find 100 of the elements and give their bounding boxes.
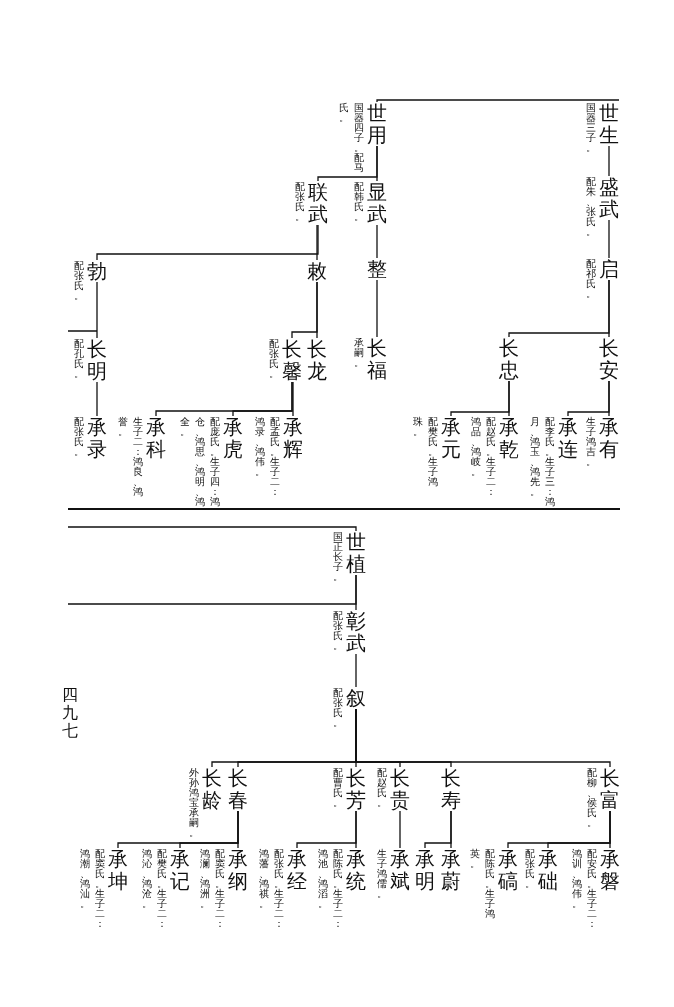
person-name: 长春: [228, 767, 248, 811]
lineage-line: [424, 810, 452, 849]
lineage-line: [508, 279, 610, 338]
person-name: 承录: [87, 416, 107, 460]
lineage-line: [376, 99, 620, 103]
person-name: 彰武: [346, 610, 366, 654]
note-text: 配张氏。: [74, 261, 84, 301]
lineage-line: [608, 219, 610, 259]
note-text: 配张氏。: [269, 339, 279, 379]
note-text: 配赵氏。生子二：鸿品、鸿岐。: [471, 417, 496, 497]
person-name: 承坤: [108, 848, 128, 892]
person-name: 长忠: [499, 337, 519, 381]
note-text: 配陈氏。生子鸿英。: [470, 849, 495, 919]
person-name: 承连: [558, 416, 578, 460]
person-name: 承纲: [228, 848, 248, 892]
note-text: 配樊氏。生子鸿珠。: [413, 417, 438, 487]
person-name: 承辉: [283, 416, 303, 460]
note-text: 生子鸿儒。: [377, 849, 387, 899]
lineage-line: [355, 574, 357, 611]
person-name: 承磐: [600, 848, 620, 892]
note-text: 配孟氏。生子二：鸿录、鸿伟。: [255, 417, 280, 497]
note-text: 配张氏。: [333, 611, 343, 651]
person-name: 世植: [346, 531, 366, 575]
note-text: 配孔氏。: [74, 339, 84, 379]
note-text: 配柳、侯氏。: [587, 768, 597, 828]
person-name: 盛武: [599, 176, 619, 220]
person-name: 世用: [367, 102, 387, 146]
note-text: 配赵氏。: [377, 768, 387, 808]
person-name: 承记: [170, 848, 190, 892]
person-name: 长贵: [390, 767, 410, 811]
note-text: 国正长子。: [333, 532, 343, 582]
note-text: 配庞氏。生子四：鸿仓、鸿思、鸿明、鸿全。: [180, 417, 220, 507]
note-text: 外孙鸿宝承嗣。: [189, 768, 199, 838]
lineage-line: [316, 224, 318, 261]
note-text: 配安氏。生子二：鸿训、鸿伟。: [572, 849, 597, 929]
lineage-line: [155, 381, 293, 417]
person-name: 长芳: [346, 767, 366, 811]
lineage-line: [317, 145, 378, 182]
person-name: 叙: [346, 687, 366, 709]
person-name: 承碻: [498, 848, 518, 892]
person-name: 整: [367, 258, 387, 280]
person-name: 启: [599, 258, 619, 280]
note-text: 配张氏。: [333, 688, 343, 728]
person-name: 显武: [367, 181, 387, 225]
note-text: 国器四子。配马氏。: [339, 103, 364, 173]
note-text: 配窦氏。生子二：鸿潮、鸿汕。: [80, 849, 105, 929]
note-text: 配陈氏。生子二：鸿池、鸿滔。: [318, 849, 343, 929]
person-name: 长龄: [202, 767, 222, 811]
person-name: 承虎: [223, 416, 243, 460]
person-name: 长富: [600, 767, 620, 811]
page-number: 四九七: [62, 686, 78, 740]
note-text: 配曹氏。: [333, 768, 343, 808]
lineage-line: [608, 145, 610, 177]
person-name: 长明: [87, 338, 107, 382]
lineage-line: [292, 381, 294, 417]
lineage-line: [67, 281, 98, 339]
lineage-line: [211, 708, 357, 768]
note-text: 国器三子。: [586, 103, 596, 153]
lineage-line: [117, 810, 239, 849]
lineage-line: [67, 526, 357, 532]
note-text: 配韩氏。: [354, 182, 364, 222]
person-name: 长馨: [282, 338, 302, 382]
note-text: 配樊氏。生子二：鸿沁、鸿沧。: [142, 849, 167, 929]
lineage-line: [96, 381, 98, 417]
lineage-line: [376, 224, 378, 259]
lineage-line: [291, 281, 318, 339]
lineage-line: [567, 380, 610, 417]
note-text: 配张氏。: [525, 849, 535, 889]
person-name: 联武: [308, 181, 328, 225]
person-name: 承科: [146, 416, 166, 460]
person-name: 长福: [367, 337, 387, 381]
lineage-line: [507, 810, 611, 849]
lineage-line: [296, 810, 357, 849]
person-name: 承元: [441, 416, 461, 460]
note-text: 配张氏。: [74, 417, 84, 457]
note-text: 配祁氏。: [586, 259, 596, 299]
note-text: 配张氏。生子二：鸿藩、鸿祺。: [259, 849, 284, 929]
note-text: 配张氏。: [295, 182, 305, 222]
person-name: 长寿: [441, 767, 461, 811]
person-name: 承斌: [390, 848, 410, 892]
lineage-line: [355, 653, 357, 688]
note-text: 承嗣。: [354, 338, 364, 368]
person-name: 承明: [415, 848, 435, 892]
lineage-line: [450, 380, 510, 417]
person-name: 承蔚: [441, 848, 461, 892]
note-text: 配李氏。生子三：鸿月、鸿玉、鸿先。: [530, 417, 555, 507]
person-name: 敕: [307, 260, 327, 282]
person-name: 承乾: [499, 416, 519, 460]
note-text: 配窦氏。生子二：鸿澜、鸿洲。: [200, 849, 225, 929]
person-name: 承经: [287, 848, 307, 892]
person-name: 长安: [599, 337, 619, 381]
lineage-line: [96, 224, 319, 261]
lineage-line: [399, 810, 401, 849]
note-text: 生子二：鸿良、鸿誉。: [118, 417, 143, 497]
person-name: 承统: [346, 848, 366, 892]
lineage-line: [376, 279, 378, 338]
note-text: 配朱、张氏。: [586, 177, 596, 237]
person-name: 长龙: [307, 338, 327, 382]
person-name: 世生: [599, 102, 619, 146]
note-text: 生子鸿吉。: [586, 417, 596, 467]
